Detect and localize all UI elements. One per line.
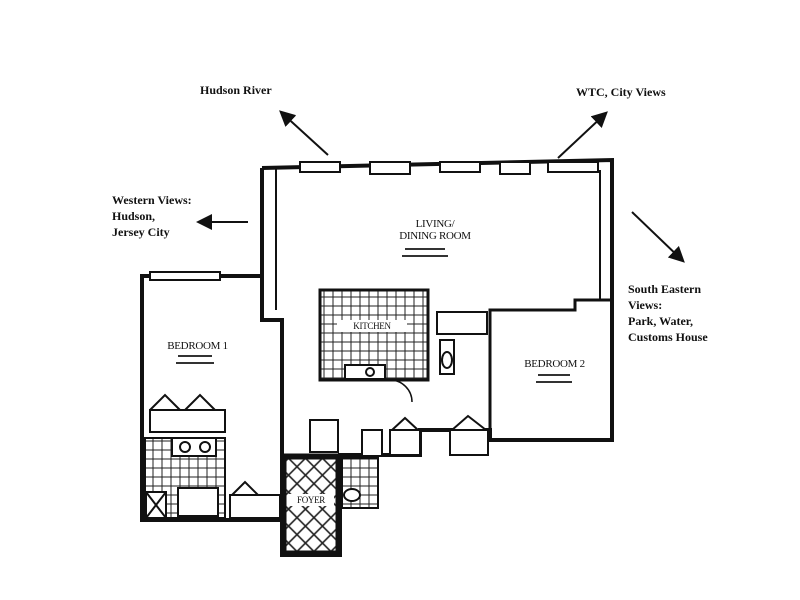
door-swing [389,379,413,403]
room-label-bedroom2: BEDROOM 2 [524,358,585,370]
view-line: South Eastern [628,282,702,296]
view-line: Jersey City [112,225,170,239]
room-line: DINING ROOM [399,230,471,242]
view-label-hudson-river: Hudson River [200,83,272,97]
view-label-western: Western Views: Hudson, Jersey City [112,192,192,240]
arrow-wtc [557,111,608,159]
window-notches [149,161,599,281]
room-label-foyer: FOYER [288,494,334,506]
view-label-wtc: WTC, City Views [576,85,666,99]
closets [149,393,489,519]
view-line: Hudson, [112,209,156,223]
room-line: LIVING/ [415,218,455,230]
view-arrows [196,110,685,263]
view-label-south-eastern: South Eastern Views: Park, Water, Custom… [628,281,708,345]
view-line: Western Views: [112,193,192,207]
room-label-kitchen: KITCHEN [337,320,407,332]
arrow-south-eastern [631,211,685,263]
view-line: Customs House [628,330,708,344]
dimension-text [176,248,572,383]
room-label-living: LIVING/ DINING ROOM [380,218,490,242]
view-line: Views: [628,298,663,312]
view-line: Park, Water, [628,314,693,328]
fixtures [145,311,488,519]
arrow-hudson-river [279,110,329,156]
room-label-bedroom1: BEDROOM 1 [167,340,228,352]
